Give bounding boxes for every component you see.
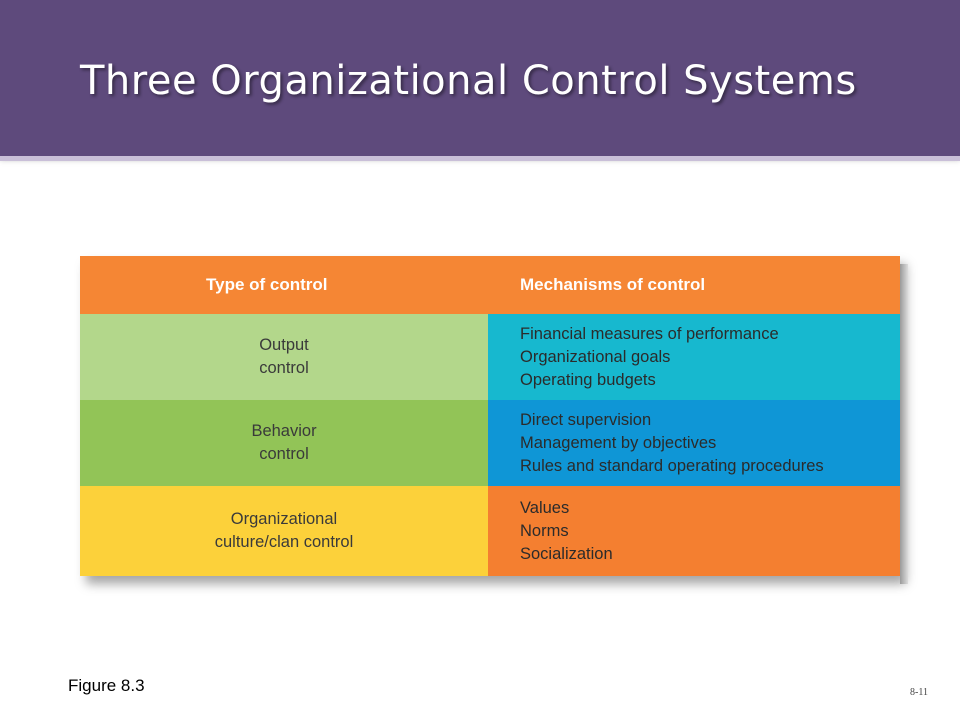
table-row: Organizational culture/clan control Valu… — [80, 486, 900, 576]
control-type-line: Behavior — [251, 422, 317, 440]
mechanism-item: Direct supervision — [520, 410, 652, 429]
title-band: Three Organizational Control Systems — [0, 0, 960, 161]
control-type-line: Organizational — [230, 510, 338, 528]
control-type-line: culture/clan control — [214, 533, 354, 551]
mechanism-item: Financial measures of performance — [520, 324, 779, 343]
slide-number: 8-11 — [910, 687, 928, 698]
control-type-cell: Output control — [80, 314, 488, 400]
control-type-cell: Behavior control — [80, 400, 488, 486]
control-type-line: control — [259, 445, 309, 463]
mechanism-item: Operating budgets — [520, 370, 656, 389]
header-mechanisms-of-control: Mechanisms of control — [520, 275, 706, 294]
figure-label: Figure 8.3 — [68, 676, 145, 695]
table-row: Behavior control Direct supervision Mana… — [80, 400, 900, 486]
mechanism-item: Norms — [520, 521, 569, 540]
mechanisms-cell: Financial measures of performance Organi… — [488, 314, 900, 400]
control-type-line: control — [259, 359, 309, 377]
table-row: Output control Financial measures of per… — [80, 314, 900, 400]
mechanism-item: Management by objectives — [520, 433, 717, 452]
mechanisms-cell: Direct supervision Management by objecti… — [488, 400, 900, 486]
header-type-of-control: Type of control — [206, 275, 328, 294]
mechanisms-cell: Values Norms Socialization — [488, 486, 900, 576]
mechanism-item: Organizational goals — [520, 347, 671, 366]
control-type-cell: Organizational culture/clan control — [80, 486, 488, 576]
mechanism-item: Rules and standard operating procedures — [520, 456, 824, 475]
mechanism-item: Values — [520, 498, 570, 517]
mechanism-item: Socialization — [520, 544, 613, 563]
control-systems-table: Type of control Mechanisms of control Ou… — [80, 256, 908, 584]
control-type-line: Output — [259, 336, 309, 354]
slide-title: Three Organizational Control Systems — [80, 58, 857, 104]
table-header-row: Type of control Mechanisms of control — [80, 256, 900, 314]
